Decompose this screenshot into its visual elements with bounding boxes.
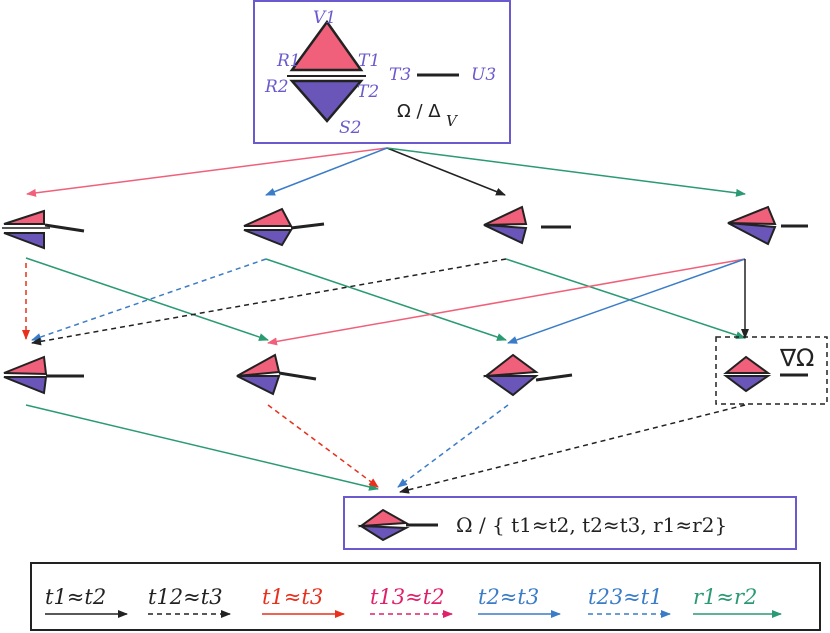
label-r1: R1: [276, 51, 301, 71]
arrow-n1-to-m2: [25, 257, 269, 341]
node-row3-1: [3, 355, 84, 395]
row3-1-pink-triangle: [3, 355, 48, 376]
node-row3-4: ∇Ω: [715, 336, 828, 405]
row3-1-purple-triangle: [3, 376, 48, 395]
legend-label: t1≈t2: [45, 585, 106, 609]
label-t2: T2: [357, 82, 379, 102]
final-node: Ω / { t1≈t2, t2≈t3, r1≈r2}: [343, 496, 797, 550]
legend-label: r1≈r2: [693, 585, 757, 609]
legend-label: t1≈t3: [262, 585, 323, 609]
top-arrows: [26, 147, 746, 197]
final-pink-triangle: [357, 508, 410, 528]
legend-label: t2≈t3: [478, 585, 539, 609]
row2-4-purple-triangle: [727, 222, 777, 246]
arrow-n3-to-m4: [505, 258, 746, 339]
label-u3: U3: [471, 65, 496, 85]
arrow-m3-to-final: [397, 404, 509, 488]
row2-2-edge: [290, 222, 325, 230]
top-node-frame: [253, 0, 511, 144]
dashed-highlight-box: [715, 336, 828, 405]
row2-4-pink-triangle: [727, 205, 777, 226]
top-quotient-label: Ω / Δ: [397, 101, 441, 122]
arrow-n3-to-m1: [31, 258, 507, 346]
legend: t1≈t2 t12≈t3 t1≈t3 t13≈t2 t2≈t3 t23≈t1 r1≈r2: [30, 562, 821, 631]
node-row2-4: [727, 205, 808, 246]
legend-label: t13≈t2: [370, 585, 445, 609]
row3-4-purple-triangle: [723, 375, 772, 393]
bottom-arrows: [25, 404, 746, 494]
node-row3-2: [236, 353, 317, 396]
row3-2-edge: [278, 371, 317, 381]
label-s2: S2: [339, 118, 361, 138]
arrow-top-to-n4: [386, 147, 746, 197]
row2-1-edge: [44, 223, 85, 233]
top-quotient-subscript: V: [446, 112, 459, 130]
row3-3-pink-triangle: [482, 353, 539, 378]
row2-3-pink-triangle: [483, 205, 528, 226]
top-purple-triangle: [289, 79, 364, 123]
row2-3-purple-triangle: [483, 224, 528, 245]
arrow-n2-to-m3: [265, 258, 507, 341]
final-purple-triangle: [357, 524, 410, 542]
row3-2-pink-triangle: [236, 353, 281, 377]
row3-3-purple-triangle: [482, 375, 539, 397]
node-row3-3: [482, 353, 573, 397]
row3-2-purple-triangle: [236, 375, 281, 396]
final-node-frame: [343, 496, 797, 550]
node-row2-3: [483, 205, 571, 245]
label-t3: T3: [389, 65, 411, 85]
row2-1-purple-triangle: [3, 232, 45, 250]
legend-frame: [30, 562, 821, 631]
top-pink-triangle: [289, 19, 364, 72]
row2-1-pink-triangle: [3, 209, 45, 225]
label-r2: R2: [264, 77, 289, 97]
label-v1: V1: [313, 8, 336, 28]
arrow-m1-to-final: [25, 404, 379, 491]
middle-arrows: [22, 257, 749, 346]
nabla-omega-label: ∇Ω: [779, 344, 814, 372]
arrow-top-to-n3: [386, 147, 506, 196]
node-row2-1: [2, 209, 85, 250]
legend-label: t12≈t3: [148, 585, 223, 609]
legend-label: t23≈t1: [588, 585, 663, 609]
arrow-m2-to-final: [267, 404, 379, 488]
arrow-n4-to-m2: [267, 258, 746, 346]
row3-4-pink-triangle: [723, 355, 772, 374]
arrow-top-to-n2: [265, 147, 388, 196]
row2-2-pink-triangle: [243, 207, 293, 227]
row3-3-edge: [535, 373, 573, 382]
arrow-m4-to-final: [399, 404, 746, 494]
row2-2-purple-triangle: [243, 229, 293, 247]
node-row2-2: [243, 207, 325, 247]
label-t1: T1: [358, 51, 380, 71]
arrow-n4-to-m3: [507, 258, 746, 344]
arrow-top-to-n1: [26, 147, 388, 197]
final-quotient-label: Ω / { t1≈t2, t2≈t3, r1≈r2}: [456, 513, 727, 537]
top-node: V1 R1 T1 R2 T2 S2 T3 U3 Ω / Δ V: [253, 0, 511, 144]
